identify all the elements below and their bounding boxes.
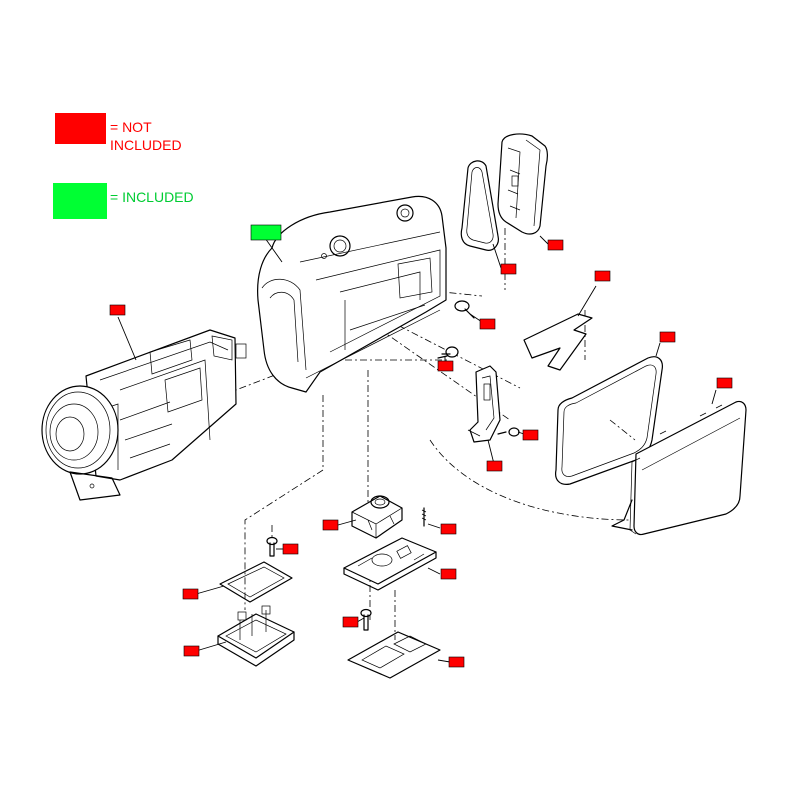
badge-bracket-screw [522,429,539,441]
bottom-left-gasket [219,561,293,603]
battery-door-side-cover [497,133,548,235]
spring-pin [421,507,427,527]
top-screw [454,300,483,323]
bottom-adhesive-sheet [347,631,441,679]
legend-included-label: = INCLUDED [110,189,194,205]
bottom-center-screw [360,608,372,631]
legend-not-included-swatch [55,113,106,144]
bottom-left-screw [266,536,278,557]
bottom-left-cover [217,605,295,667]
badge-front-screw [437,360,454,372]
badge-main-housing-frame [250,224,282,241]
bottom-plate [343,537,437,591]
leader-lines [117,235,717,663]
badge-insulation-sheet [594,270,611,282]
badge-tripod-socket-block [322,519,339,531]
badge-bottom-plate [440,568,457,580]
tripod-socket-block [351,495,403,539]
badge-top-screw [479,318,496,330]
bracket-screw [497,427,520,437]
badge-battery-door-seal-ring [500,263,517,275]
legend-not-included-label-line2: INCLUDED [110,137,182,153]
insulation-sheet [523,313,593,371]
lens-block-assembly [41,329,247,501]
badge-lens-block-assembly [109,304,126,316]
badge-spring-pin [440,523,457,535]
front-screw [437,346,459,359]
main-housing-frame [257,195,447,393]
badge-bottom-left-gasket [182,588,199,600]
part-status-badges [109,224,733,668]
badge-bottom-left-screw [282,543,299,555]
badge-bottom-adhesive-sheet [448,656,465,668]
badge-battery-door-side-cover [547,239,564,251]
badge-lcd-side-panel [716,377,733,389]
legend-not-included-label-line1: = NOT [110,119,152,135]
battery-door-seal-ring [460,160,499,251]
side-bracket [467,365,501,465]
badge-lcd-panel-gasket [659,331,676,343]
legend-included-swatch [53,183,107,219]
lcd-side-panel [611,400,747,536]
badge-bottom-center-screw [342,616,359,628]
badge-bottom-left-cover [183,645,200,657]
badge-side-bracket [486,460,503,472]
